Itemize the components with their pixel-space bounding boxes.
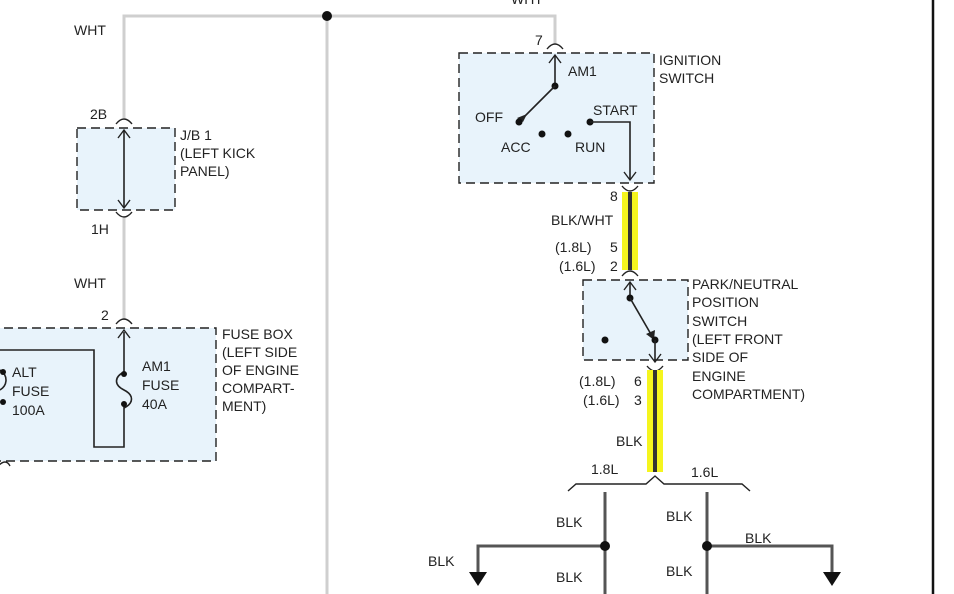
wire-color-ground-left-1: BLK [556, 514, 583, 530]
splice-dot-16l [702, 541, 712, 551]
ignition-run-contact [564, 130, 572, 138]
am1-fuse-terminal-top [121, 371, 127, 377]
alt-fuse-line-1: ALT [12, 364, 37, 380]
ground-branch-left [476, 544, 605, 572]
am1-fuse-line-3: 40A [142, 396, 168, 412]
ignition-run-label: RUN [575, 139, 605, 155]
am1-fuse-terminal-bottom [121, 401, 127, 407]
ignition-switch-arm [522, 85, 556, 119]
am1-fuse-line-2: FUSE [142, 377, 179, 393]
fuse-box-internal-wire [0, 349, 125, 448]
ignition-label-line-2: SWITCH [659, 70, 714, 86]
fuse-box-label-line-1: FUSE BOX [222, 326, 293, 342]
wire-color-pn-out: BLK [616, 433, 643, 449]
wire-color-jb-bottom: WHT [74, 275, 106, 291]
pn-out-16-pin: 3 [634, 392, 642, 408]
engine-split-bracket [567, 475, 751, 492]
wire-color-ground-left-2: BLK [428, 553, 455, 569]
jb1-label-line-1: J/B 1 [180, 127, 212, 143]
ground-arrow-right [823, 572, 841, 586]
pn-label-line-5: SIDE OF [692, 349, 748, 365]
ignition-acc-contact [538, 130, 546, 138]
pn-label-line-4: (LEFT FRONT [692, 331, 783, 347]
ground-branch-right [707, 544, 834, 572]
pn-label-line-3: SWITCH [692, 313, 747, 329]
pn-switch-box [582, 279, 689, 361]
pn-label-line-6: ENGINE [692, 368, 746, 384]
pn-label-line-2: POSITION [692, 294, 759, 310]
am1-fuse-line-1: AM1 [142, 358, 171, 374]
pn-out-16-label: (1.6L) [583, 392, 620, 408]
am1-fuse-symbol [115, 371, 133, 409]
ignition-start-wire [590, 121, 631, 180]
alt-fuse-terminal-bottom [0, 399, 6, 405]
jb1-label-line-3: PANEL) [180, 163, 230, 179]
alt-fuse-line-2: FUSE [12, 383, 49, 399]
ignition-connector-in [546, 43, 564, 50]
engine-split-right: 1.6L [691, 464, 718, 480]
pn-out-arrow [648, 353, 662, 364]
wire-color-ign-out: BLK/WHT [551, 212, 614, 228]
pn-switch-arm [629, 297, 653, 337]
wire-color-ground-right-1: BLK [666, 508, 693, 524]
jb1-arrow-down [117, 199, 131, 210]
fuse-box-label-line-5: MENT) [222, 398, 266, 414]
jb1-pin-top: 2B [90, 106, 107, 122]
engine-split-left: 1.8L [591, 461, 618, 477]
ignition-off-label: OFF [475, 109, 503, 125]
ignition-acc-label: ACC [501, 139, 531, 155]
ignition-arm-tip [517, 114, 527, 122]
jb1-pin-bottom: 1H [91, 221, 109, 237]
jb1-label-line-2: (LEFT KICK [180, 145, 256, 161]
ignition-start-arrow [623, 171, 637, 182]
jb1-arrow-up [117, 128, 131, 139]
ignition-pin-out: 8 [610, 188, 618, 204]
pn-label-line-7: COMPARTMENT) [692, 386, 805, 402]
ignition-feed-arrow [548, 53, 562, 64]
ignition-off-contact [515, 118, 523, 126]
pn-out-18-label: (1.8L) [579, 373, 616, 389]
ignition-label-line-1: IGNITION [659, 52, 721, 68]
splice-dot-18l [600, 541, 610, 551]
top-wht-wire [122, 14, 557, 118]
pn-in-18-pin: 5 [610, 239, 618, 255]
pn-connector-in [621, 270, 639, 277]
jb1-connector-bottom [115, 211, 133, 218]
fuse-box-label-line-4: COMPART- [222, 380, 295, 396]
ignition-switch-box [458, 52, 655, 184]
jb1-connector-top [115, 118, 133, 125]
pn-open-contact [601, 336, 609, 344]
wire-color-ground-left-3: BLK [556, 569, 583, 585]
fuse-box-pin-top: 2 [101, 307, 109, 323]
ground-arrow-left [469, 572, 487, 586]
splice-dot-top [322, 11, 332, 21]
ignition-start-label: START [593, 102, 638, 118]
pn-out-18-pin: 6 [634, 373, 642, 389]
ignition-connector-out [621, 185, 639, 192]
pn-label-line-1: PARK/NEUTRAL [692, 276, 799, 292]
alt-fuse-line-3: 100A [12, 402, 45, 418]
pn-feed-arrow [623, 280, 637, 291]
pn-in-16-pin: 2 [610, 258, 618, 274]
fuse-box-connector-top [115, 318, 133, 325]
fuse-box-label-line-2: (LEFT SIDE [222, 344, 297, 360]
ignition-pin-in: 7 [535, 32, 543, 48]
alt-fuse-terminal-top [0, 369, 6, 375]
wire-color-ground-right-3: BLK [666, 563, 693, 579]
fuse-box-arrow-up [117, 328, 131, 339]
ignition-am1-label: AM1 [568, 63, 597, 79]
alt-fuse-connector-bottom [0, 461, 11, 467]
fuse-box-label-line-3: OF ENGINE [222, 362, 299, 378]
wire-color-ground-right-2: BLK [745, 530, 772, 546]
wire-color-top-right: WHT [511, 0, 543, 7]
pn-in-16-label: (1.6L) [559, 258, 596, 274]
pn-in-18-label: (1.8L) [555, 239, 592, 255]
jb1-box [76, 127, 176, 211]
wire-color-jb-top: WHT [74, 22, 106, 38]
